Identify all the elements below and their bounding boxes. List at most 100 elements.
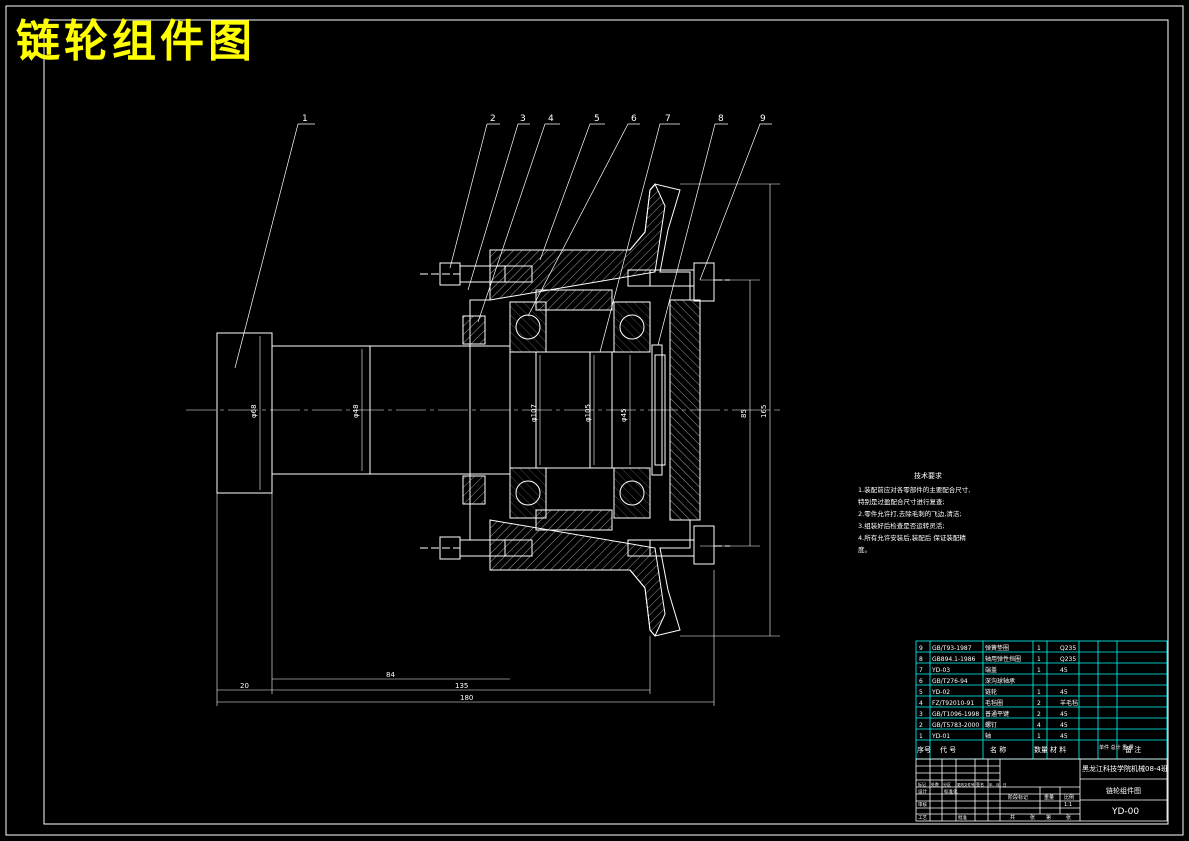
tech-line-1: 1.装配前应对各零部件的主要配合尺寸, [858,486,971,494]
parts-cell-qty: 2 [1037,700,1041,707]
dim-180: 180 [460,694,473,702]
parts-cell-material: 45 [1060,733,1068,740]
parts-cell-material: 45 [1060,667,1068,674]
outer-border [5,5,1184,836]
parts-cell-material: Q235 [1060,645,1076,652]
title-block [915,758,1168,822]
parts-table-header: 序号 代 号 名 称 数量 材 料 单件 总计 重 量 备 注 [917,744,1141,754]
parts-cell-code: YD-01 [931,733,950,740]
role-process: 工艺 [918,815,927,821]
hdr-remarks: 备 注 [1125,745,1141,754]
page-title: 链轮组件图 [16,16,256,67]
callout-9: 9 [760,114,766,124]
parts-cell-material: Q235 [1060,656,1076,663]
sheet-total-label: 共 [1010,814,1015,821]
parts-cell-material: 45 [1060,689,1068,696]
hdr-no: 序号 [917,745,931,754]
parts-cell-no: 5 [919,689,923,696]
hdr-name: 名 称 [990,745,1006,754]
dim-84: 84 [386,671,395,679]
sheet-total-unit: 张 [1030,814,1035,821]
weight-label: 重量 [1044,794,1054,801]
bearing-top [509,301,651,353]
parts-table [915,640,1168,760]
callout-7: 7 [665,114,671,124]
rev-date: 年、月、日 [989,782,1007,787]
leader-lines [234,123,772,369]
circlip [651,344,666,476]
dim-d107: φ107 [530,404,538,422]
callout-3: 3 [520,114,526,124]
parts-cell-name: 弹簧垫圈 [985,644,1009,652]
callout-1: 1 [302,114,308,124]
parts-cell-qty: 2 [1037,711,1041,718]
stage-label: 阶段标记 [1008,794,1028,801]
role-design: 设计 [918,788,927,795]
parts-cell-no: 3 [919,711,923,718]
dim-d45: φ45 [620,408,628,422]
felt-seal [462,315,486,505]
parts-cell-no: 6 [919,678,923,685]
parts-cell-name: 普通平键 [985,710,1009,718]
parts-cell-name: 螺钉 [985,721,997,729]
parts-cell-no: 2 [919,722,923,729]
parts-cell-code: GB/T1096-1998 [932,711,979,718]
rev-sign: 签名 [976,781,984,787]
school-name: 黑龙江科技学院机械08-4班 [1082,764,1168,773]
callout-8: 8 [718,114,724,124]
parts-cell-material: 45 [1060,722,1068,729]
rev-mark: 标记 [918,781,926,787]
parts-cell-material: 羊毛毡 [1060,699,1078,707]
parts-cell-qty: 1 [1037,667,1041,674]
parts-cell-code: FZ/T92010-91 [932,700,974,707]
callout-5: 5 [594,114,600,124]
callout-2: 2 [490,114,496,124]
hdr-qty: 数量 [1034,745,1048,754]
scale-label: 比例 [1064,794,1074,801]
scale-value: 1:1 [1064,802,1072,808]
title-block-text: 黑龙江科技学院机械08-4班 链轮组件图 YD-00 阶段标记 重量 比例 1:… [918,764,1168,821]
parts-cell-no: 8 [919,656,923,663]
parts-cell-qty: 4 [1037,722,1041,729]
sheet-no-unit: 张 [1066,814,1071,821]
dim-20: 20 [240,682,249,690]
std-label: 标准化 [944,788,958,795]
parts-cell-code: YD-02 [931,689,950,696]
parts-cell-qty: 1 [1037,645,1041,652]
role-approve: 批准 [958,814,967,821]
inner-border [43,19,1169,825]
dim-85: 85 [740,409,748,418]
dim-165: 165 [760,405,768,418]
rev-doc: 更改文件号 [957,782,975,787]
callout-numbers: 1 2 3 4 5 6 7 8 9 [302,114,766,124]
tech-heading: 技术要求 [914,472,942,480]
parts-cell-no: 7 [919,667,923,674]
hdr-material: 材 料 [1050,745,1066,754]
parts-cell-name: 轴用弹性挡圈 [985,655,1021,663]
parts-cell-code: GB/T276-94 [932,678,968,685]
drawing-number: YD-00 [1111,807,1139,817]
parts-cell-qty: 1 [1037,656,1041,663]
parts-cell-code: YD-03 [931,667,950,674]
dim-d105: φ105 [584,404,592,422]
dim-135: 135 [455,682,468,690]
parts-cell-name: 毛毡圈 [985,699,1003,707]
role-review: 审核 [918,801,927,808]
tech-line-2: 特别是过盈配合尺寸进行复查; [858,498,945,506]
parts-cell-qty: 1 [1037,689,1041,696]
tech-line-5: 4.所有允许安装后,装配后 保证装配精 [858,534,966,542]
parts-cell-code: GB/T93-1987 [932,645,972,652]
technical-requirements: 技术要求 1.装配前应对各零部件的主要配合尺寸, 特别是过盈配合尺寸进行复查; … [858,470,988,556]
parts-cell-name: 深沟球轴承 [985,677,1015,685]
callout-6: 6 [631,114,637,124]
parts-cell-name: 链轮 [985,688,997,696]
parts-cell-qty: 1 [1037,733,1041,740]
rev-zone: 分区 [943,781,951,787]
parts-cell-name: 端盖 [985,666,997,674]
sheet-no-label: 第 [1046,814,1051,821]
parts-cell-no: 9 [919,645,923,652]
rev-count: 处数 [931,781,939,787]
parts-cell-code: GB/T5783-2000 [932,722,979,729]
tech-line-6: 度。 [858,546,871,554]
